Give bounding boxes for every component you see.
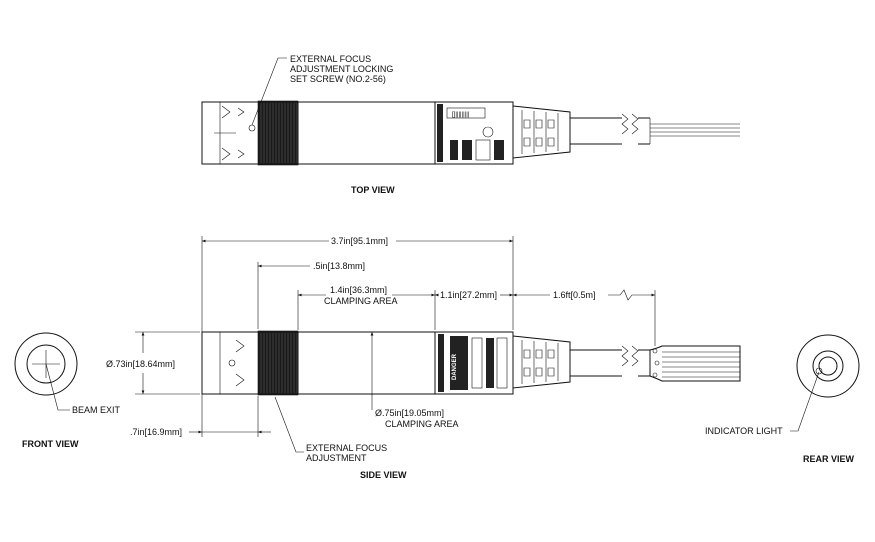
clamping-length-caption: CLAMPING AREA	[324, 296, 398, 306]
overall-length-dimension: 3.7in[95.1mm]	[331, 236, 388, 246]
rear-view-drawing	[790, 334, 860, 432]
locking-screw-line-1: EXTERNAL FOCUS	[290, 54, 371, 64]
front-view-drawing	[14, 332, 78, 411]
body-diameter-dimension: Ø.75in[19.05mm]	[375, 408, 444, 418]
indicator-light-label: INDICATOR LIGHT	[705, 426, 783, 436]
focus-adjust-callout: EXTERNAL FOCUS ADJUSTMENT	[306, 443, 387, 463]
rear-length-dimension: 1.1in[27.2mm]	[440, 290, 497, 300]
danger-label: DANGER	[452, 353, 458, 380]
side-view-drawing: DANGER	[201, 330, 741, 396]
rear-view-title: REAR VIEW	[803, 454, 855, 464]
focus-adjust-line-2: ADJUSTMENT	[306, 453, 367, 463]
knurl-offset-dimension: .5in[13.8mm]	[313, 261, 365, 271]
body-diameter-caption: CLAMPING AREA	[385, 419, 459, 429]
locking-screw-line-3: SET SCREW (NO.2-56)	[290, 74, 386, 84]
front-length-dimension: .7in[16.9mm]	[130, 427, 182, 437]
beam-exit-label: BEAM EXIT	[72, 405, 121, 415]
focus-adjust-line-1: EXTERNAL FOCUS	[306, 443, 387, 453]
front-diameter-dimension: Ø.73in[18.64mm]	[106, 359, 175, 369]
locking-screw-line-2: ADJUSTMENT LOCKING	[290, 64, 393, 74]
clamping-length-dimension: 1.4in[36.3mm]	[330, 285, 387, 295]
front-view-title: FRONT VIEW	[22, 439, 79, 449]
svg-text:[]|||||||||: []|||||||||	[452, 112, 470, 118]
top-view-drawing: []|||||||||	[201, 57, 740, 166]
side-view-dimensions	[135, 236, 656, 453]
dimension-labels: 3.7in[95.1mm] .5in[13.8mm] 1.4in[36.3mm]…	[106, 236, 596, 437]
locking-screw-callout: EXTERNAL FOCUS ADJUSTMENT LOCKING SET SC…	[290, 54, 393, 84]
side-view-title: SIDE VIEW	[360, 470, 407, 480]
top-view-title: TOP VIEW	[351, 185, 395, 195]
cable-length-dimension: 1.6ft[0.5m]	[553, 290, 596, 300]
